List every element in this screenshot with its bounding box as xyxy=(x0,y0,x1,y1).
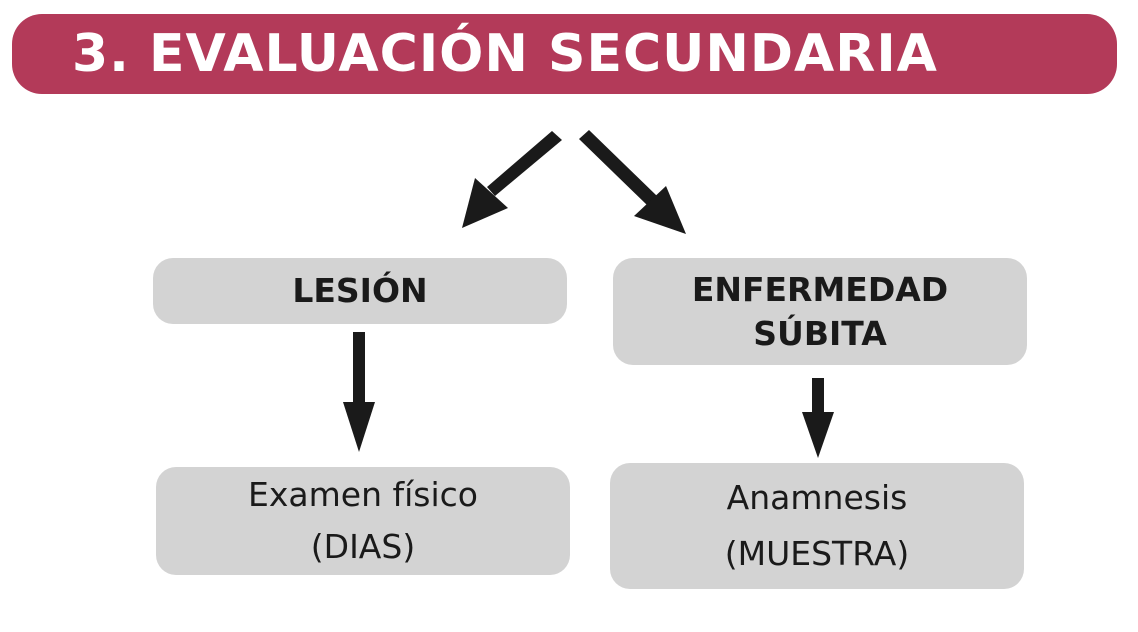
node-enfermedad-subita: ENFERMEDAD SÚBITA xyxy=(613,258,1027,365)
title-banner: 3. EVALUACIÓN SECUNDARIA xyxy=(12,14,1117,94)
node-enfermedad-line2: SÚBITA xyxy=(753,313,887,353)
node-anamnesis: Anamnesis (MUESTRA) xyxy=(610,463,1024,589)
page-title: 3. EVALUACIÓN SECUNDARIA xyxy=(72,24,938,84)
node-lesion-label: LESIÓN xyxy=(292,271,428,310)
node-lesion: LESIÓN xyxy=(153,258,567,324)
arrow-enfermedad-to-anamnesis xyxy=(802,378,834,458)
node-examen-line2: (DIAS) xyxy=(310,527,416,566)
node-examen-line1: Examen físico xyxy=(248,475,478,514)
arrow-title-to-enfermedad xyxy=(579,130,686,234)
arrow-lesion-to-examen xyxy=(343,332,375,452)
node-anamnesis-line1: Anamnesis xyxy=(726,478,908,517)
node-anamnesis-line2: (MUESTRA) xyxy=(724,534,910,573)
arrow-title-to-lesion xyxy=(462,131,562,228)
node-enfermedad-line1: ENFERMEDAD xyxy=(691,269,949,309)
node-examen-fisico: Examen físico (DIAS) xyxy=(156,467,570,575)
